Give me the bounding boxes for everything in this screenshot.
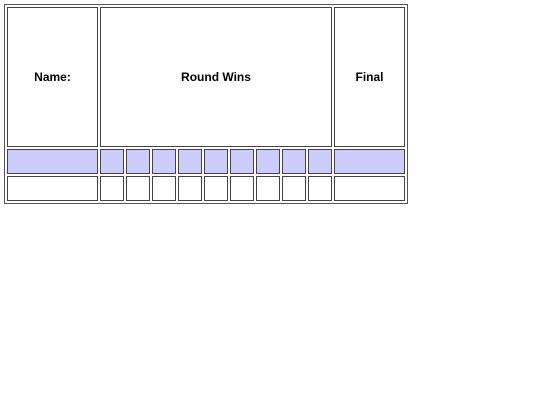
final-cell bbox=[334, 176, 405, 201]
round-win-cell bbox=[178, 149, 202, 174]
round-win-cell bbox=[152, 176, 176, 201]
name-header: Name: bbox=[7, 7, 98, 147]
round-win-cell bbox=[230, 149, 254, 174]
round-win-cell bbox=[282, 176, 306, 201]
round-win-cell bbox=[152, 149, 176, 174]
round-win-cell bbox=[204, 176, 228, 201]
round-win-cell bbox=[100, 176, 124, 201]
round-win-cell bbox=[178, 176, 202, 201]
scoreboard-table: Name: Round Wins Final bbox=[4, 4, 408, 204]
round-win-cell bbox=[256, 149, 280, 174]
round-win-cell bbox=[204, 149, 228, 174]
name-cell bbox=[7, 176, 98, 201]
header-row: Name: Round Wins Final bbox=[7, 7, 405, 147]
round-wins-header: Round Wins bbox=[100, 7, 332, 147]
round-win-cell bbox=[126, 176, 150, 201]
round-win-cell bbox=[282, 149, 306, 174]
final-header: Final bbox=[334, 7, 405, 147]
round-win-cell bbox=[308, 176, 332, 201]
player-row bbox=[7, 176, 405, 201]
final-cell bbox=[334, 149, 405, 174]
round-win-cell bbox=[230, 176, 254, 201]
round-win-cell bbox=[308, 149, 332, 174]
round-win-cell bbox=[100, 149, 124, 174]
round-win-cell bbox=[256, 176, 280, 201]
name-cell bbox=[7, 149, 98, 174]
round-win-cell bbox=[126, 149, 150, 174]
highlight-row bbox=[7, 149, 405, 174]
